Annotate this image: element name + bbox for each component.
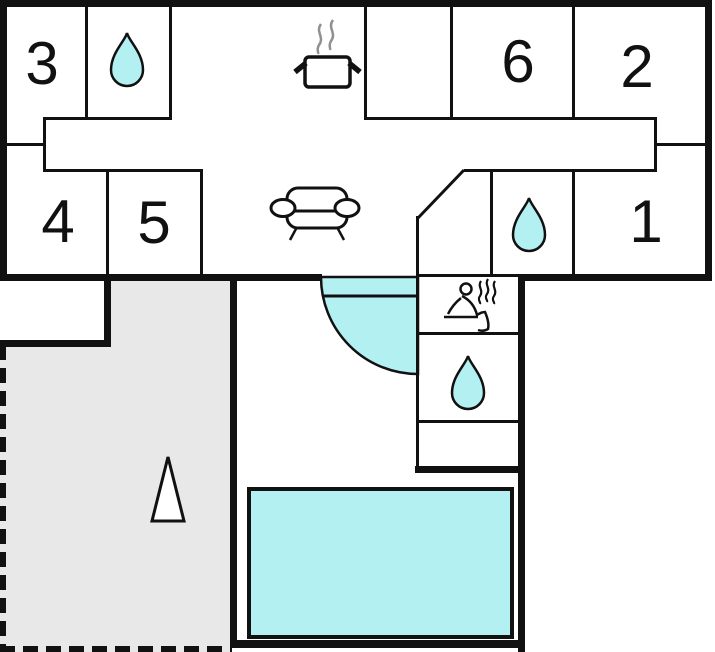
wall-segment (230, 274, 237, 648)
wall-segment (364, 7, 367, 120)
door-swing (319, 275, 420, 376)
water-drop (109, 32, 145, 88)
wall-segment (464, 169, 657, 172)
room-label-5: 5 (137, 189, 171, 256)
steam-line (328, 19, 335, 51)
sofa-armrest (269, 198, 297, 218)
wall-segment (705, 0, 712, 281)
pool (247, 487, 514, 639)
wall-segment (572, 7, 575, 120)
room-label-1: 1 (629, 188, 663, 255)
wall-segment (104, 274, 111, 347)
pot-body (303, 55, 352, 89)
wall-segment (0, 143, 46, 146)
wall-segment (0, 274, 322, 281)
wall-segment (654, 143, 712, 146)
pot-handle-left (293, 60, 308, 75)
sauna-person-arm (446, 297, 462, 315)
wall-segment (200, 169, 203, 277)
pot-handle-right (347, 60, 362, 75)
room-label-6: 6 (501, 28, 535, 95)
wall-diagonal (416, 168, 466, 220)
wall-segment (169, 7, 172, 120)
wall-segment (518, 274, 712, 281)
sauna-steam (484, 278, 490, 303)
wall-segment (0, 0, 712, 7)
wall-segment (450, 7, 453, 120)
wall-segment (43, 117, 170, 120)
wall-segment (415, 466, 525, 473)
water-drop (511, 197, 547, 253)
wall-segment (0, 340, 111, 347)
room-label-4: 4 (41, 188, 75, 255)
sofa-icon (269, 186, 361, 241)
water-drop-icon (511, 197, 547, 253)
terrace (0, 277, 232, 652)
tree-icon (150, 456, 186, 523)
wall-segment (106, 169, 109, 277)
water-drop-icon (450, 355, 486, 411)
sauna-person-body (461, 294, 490, 332)
wall-segment (419, 274, 518, 277)
wall-segment (230, 640, 525, 648)
water-drop-icon (109, 32, 145, 88)
sauna-person-head (459, 282, 473, 296)
door-arc (319, 275, 420, 376)
interior-walls (0, 7, 712, 466)
sauna-icon (444, 278, 497, 332)
wall-segment (85, 7, 88, 120)
steam-line (316, 23, 323, 55)
sauna-steam (477, 280, 483, 305)
wall-segment (416, 332, 518, 335)
wall-segment (518, 274, 525, 652)
wall-segment (43, 169, 203, 172)
wall-segment (364, 117, 657, 120)
wall-segment (572, 169, 575, 277)
cooking-pot-icon (293, 19, 362, 89)
wall-segment (416, 420, 518, 423)
sauna-steam (491, 280, 497, 305)
room-label-2: 2 (620, 33, 654, 100)
wall-segment (416, 216, 419, 466)
sofa-armrest (333, 198, 361, 218)
room-label-3: 3 (25, 30, 59, 97)
terrace-area (0, 277, 230, 652)
wall-segment (490, 169, 493, 277)
wall-segment (0, 0, 7, 281)
water-drop (450, 355, 486, 411)
